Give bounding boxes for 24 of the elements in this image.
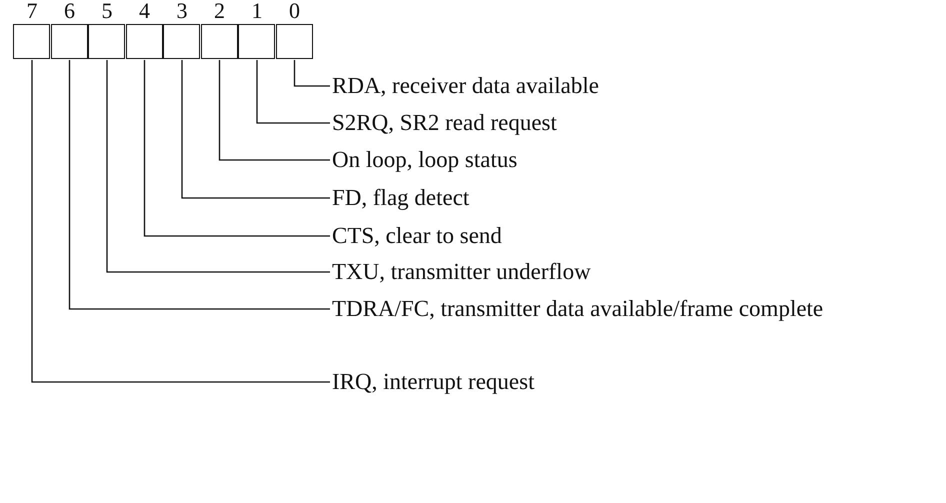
bit-description: TXU, transmitter underflow	[332, 254, 932, 290]
leader-line	[144, 60, 330, 237]
bit-number: 7	[26, 0, 38, 22]
bit-description: CTS, clear to send	[332, 218, 932, 254]
bit-description: TDRA/FC, transmitter data available/frame complete	[332, 291, 932, 327]
bit-description: RDA, receiver data available	[332, 68, 932, 104]
bit-number: 1	[250, 0, 264, 22]
leader-line	[218, 60, 330, 161]
bit-description: FD, flag detect	[332, 180, 932, 216]
leader-line	[31, 60, 330, 383]
bit-number: 3	[176, 0, 188, 22]
bit-description: S2RQ, SR2 read request	[332, 105, 932, 141]
bit-description: IRQ, interrupt request	[332, 364, 932, 400]
bit-number: 2	[213, 0, 226, 22]
bit-number: 4	[138, 0, 151, 22]
bit-number: 5	[100, 0, 114, 22]
bit-description: On loop, loop status	[332, 142, 932, 178]
leader-line	[181, 60, 330, 199]
bit-number: 0	[288, 0, 301, 22]
leader-line	[256, 60, 330, 124]
leader-line	[68, 60, 330, 310]
leader-line	[294, 60, 330, 87]
bit-number: 6	[63, 0, 76, 22]
leader-line	[106, 60, 330, 273]
